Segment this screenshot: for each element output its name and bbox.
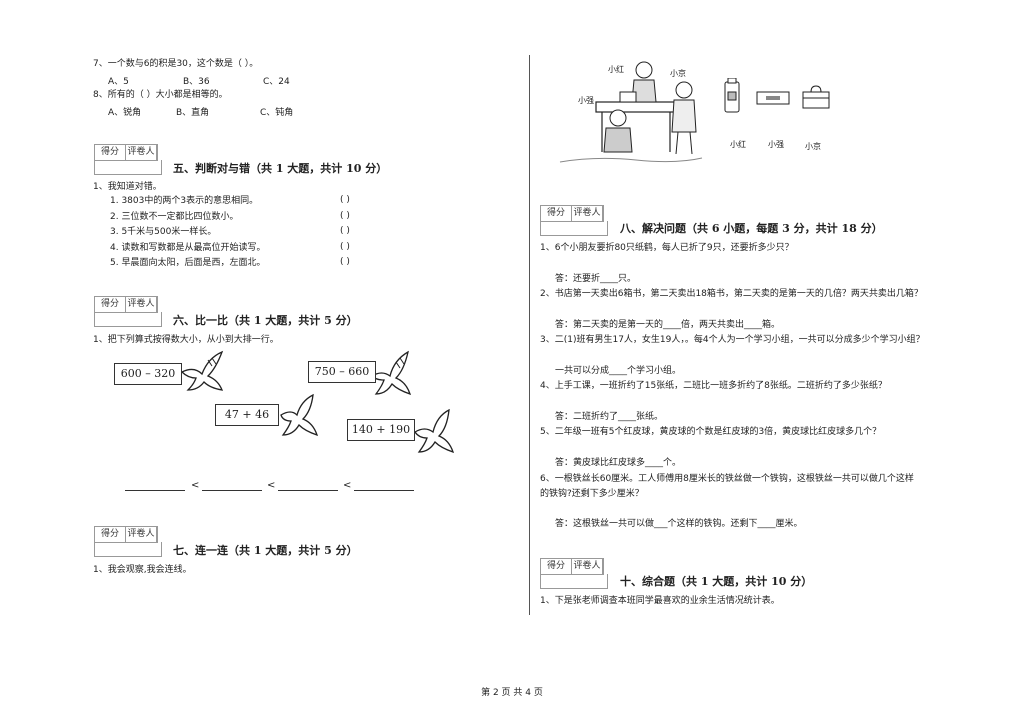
sec5-item-3: 3. 5千米与500米一样长。 [110, 227, 217, 237]
answer-paren[interactable]: ( ) [340, 242, 350, 252]
score-box: 得分评卷人 [94, 296, 162, 327]
question-8: 8、所有的（ ）大小都是相等的。 [93, 90, 228, 100]
sec8-a6: 答：这根铁丝一共可以做___个这样的铁钩。还剩下____厘米。 [555, 519, 803, 529]
score-box: 得分评卷人 [540, 205, 608, 236]
answer-paren[interactable]: ( ) [340, 226, 350, 236]
q8-option-a: A、锐角 [108, 108, 142, 118]
expression-tag: 600 – 320 [114, 363, 182, 385]
dove-icon [180, 350, 224, 391]
question-7: 7、一个数与6的积是30，这个数是（ ）。 [93, 59, 259, 69]
less-than-sign: < [343, 480, 352, 491]
sec5-item-5: 5. 早晨面向太阳，后面是西，左面北。 [110, 258, 266, 268]
score-box: 得分评卷人 [94, 144, 162, 175]
answer-blank[interactable] [278, 490, 338, 491]
answer-blank[interactable] [354, 490, 414, 491]
answer-paren[interactable]: ( ) [340, 195, 350, 205]
section-6-title: 六、比一比（共 1 大题，共计 5 分） [173, 314, 358, 327]
figure-label: 小红 [608, 65, 624, 74]
dove-icon [414, 408, 455, 454]
column-divider [529, 55, 530, 615]
sec5-item-1: 1. 3803中的两个3表示的意思相同。 [110, 196, 259, 206]
expression-tag: 47 + 46 [215, 404, 279, 426]
sec8-q3: 3、二(1)班有男生17人，女生19人，。每4个人为一个学习小组，一共可以分成多… [540, 335, 925, 345]
sec5-intro: 1、我知道对错。 [93, 182, 162, 192]
thermos-icon [724, 78, 740, 113]
sec10-intro: 1、下是张老师调查本班同学最喜欢的业余生活情况统计表。 [540, 596, 780, 606]
sec8-q4: 4、上手工课，一班折约了15张纸，二班比一班多折约了8张纸。二班折约了多少张纸？ [540, 381, 887, 391]
object-label: 小强 [768, 140, 784, 149]
q7-option-a: A、5 [108, 77, 129, 87]
page-footer: 第 2 页 共 4 页 [481, 688, 543, 698]
answer-blank[interactable] [125, 490, 185, 491]
section-7-title: 七、连一连（共 1 大题，共计 5 分） [173, 544, 358, 557]
sec8-q5: 5、二年级一班有5个红皮球，黄皮球的个数是红皮球的3倍，黄皮球比红皮球多几个？ [540, 427, 882, 437]
sec8-q6-line1: 6、一根铁丝长60厘米。工人师傅用8厘米长的铁丝做一个铁钩，这根铁丝一共可以做几… [540, 474, 914, 484]
section-5-title: 五、判断对与错（共 1 大题，共计 10 分） [173, 162, 388, 175]
section-8-title: 八、解决问题（共 6 小题，每题 3 分，共计 18 分） [620, 222, 883, 235]
q8-option-c: C、钝角 [260, 108, 294, 118]
sec8-a5: 答：黄皮球比红皮球多____个。 [555, 458, 682, 468]
sec8-a4: 答：二班折约了____张纸。 [555, 412, 664, 422]
expression-tag: 750 – 660 [308, 361, 376, 383]
object-label: 小红 [730, 140, 746, 149]
figure-label: 小强 [578, 96, 594, 105]
object-label: 小京 [805, 142, 821, 151]
sec7-intro: 1、我会观察,我会连线。 [93, 565, 192, 575]
dove-icon [370, 350, 412, 396]
section-10-title: 十、综合题（共 1 大题，共计 10 分） [620, 575, 813, 588]
bag-icon [802, 85, 830, 109]
sec6-intro: 1、把下列算式按得数大小，从小到大排一行。 [93, 335, 279, 345]
answer-paren[interactable]: ( ) [340, 257, 350, 267]
sec5-item-2: 2. 三位数不一定都比四位数小。 [110, 212, 239, 222]
q7-option-c: C、24 [263, 77, 290, 87]
expression-tag: 140 + 190 [347, 419, 415, 441]
sec8-q2: 2、书店第一天卖出6箱书，第二天卖出18箱书，第二天卖的是第一天的几倍？两天共卖… [540, 289, 923, 299]
q8-option-b: B、直角 [176, 108, 210, 118]
sec8-q6-line2: 的铁钩?还剩下多少厘米？ [540, 489, 644, 499]
sec8-a1: 答：还要折____只。 [555, 274, 637, 284]
less-than-sign: < [191, 480, 200, 491]
sec8-q1: 1、6个小朋友要折80只纸鹤，每人已折了9只，还要折多少只？ [540, 243, 794, 253]
less-than-sign: < [267, 480, 276, 491]
pencil-box-icon [756, 91, 790, 105]
dove-icon [280, 393, 319, 437]
answer-paren[interactable]: ( ) [340, 211, 350, 221]
q7-option-b: B、36 [183, 77, 210, 87]
children-table-illustration [559, 61, 703, 163]
sec5-item-4: 4. 读数和写数都是从最高位开始读写。 [110, 243, 266, 253]
score-box: 得分评卷人 [94, 526, 162, 557]
sec8-a3: 一共可以分成____个学习小组。 [555, 366, 682, 376]
sec8-a2: 答：第二天卖的是第一天的____倍，两天共卖出____箱。 [555, 320, 781, 330]
figure-label: 小京 [670, 69, 686, 78]
answer-blank[interactable] [202, 490, 262, 491]
score-box: 得分评卷人 [540, 558, 608, 589]
